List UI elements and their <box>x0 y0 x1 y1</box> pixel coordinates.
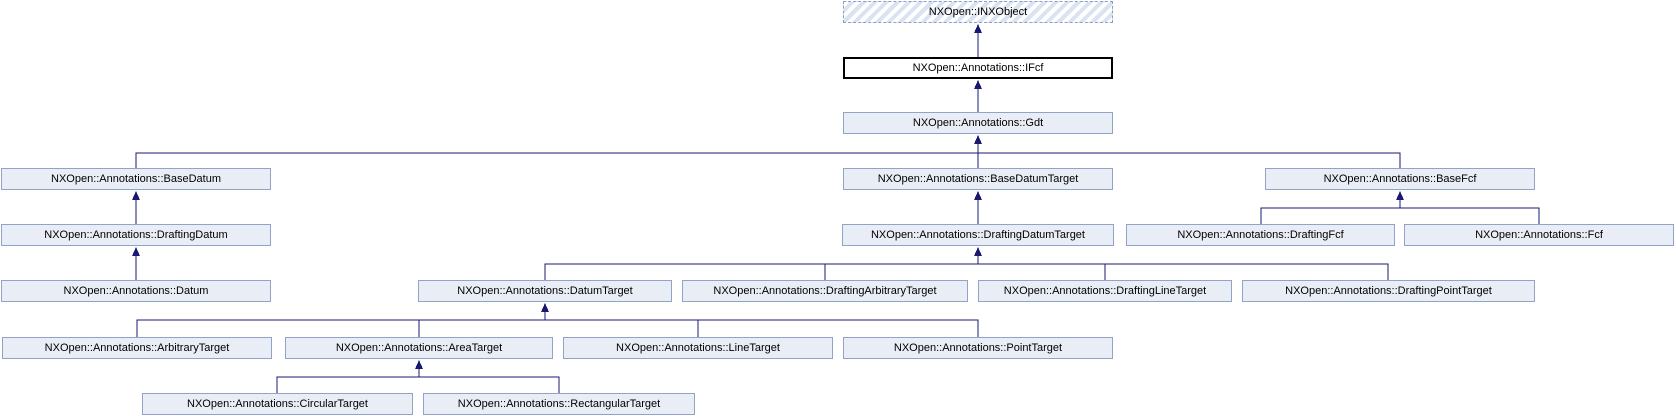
edge-line <box>1260 207 1540 224</box>
class-node-linetarget[interactable]: NXOpen::Annotations::LineTarget <box>563 337 833 359</box>
inheritance-arrow-icon <box>974 247 982 256</box>
class-node-inxobject[interactable]: NXOpen::INXObject <box>843 1 1113 23</box>
inheritance-arrow-icon <box>974 135 982 144</box>
class-node-basefcf[interactable]: NXOpen::Annotations::BaseFcf <box>1265 168 1535 190</box>
class-node-draftingarbitrarytarget[interactable]: NXOpen::Annotations::DraftingArbitraryTa… <box>682 280 968 302</box>
inheritance-arrow-icon <box>541 303 549 312</box>
edge-line <box>135 152 1401 168</box>
class-node-circulartarget[interactable]: NXOpen::Annotations::CircularTarget <box>142 393 413 415</box>
class-node-draftingdatumtarget[interactable]: NXOpen::Annotations::DraftingDatumTarget <box>842 224 1114 246</box>
class-node-areatarget[interactable]: NXOpen::Annotations::AreaTarget <box>285 337 553 359</box>
class-node-datum[interactable]: NXOpen::Annotations::Datum <box>1 280 271 302</box>
inheritance-arrow-icon <box>415 360 423 369</box>
class-node-gdt[interactable]: NXOpen::Annotations::Gdt <box>843 112 1113 134</box>
inheritance-arrow-icon <box>1396 191 1404 200</box>
class-node-arbitrarytarget[interactable]: NXOpen::Annotations::ArbitraryTarget <box>2 337 272 359</box>
class-node-draftinglinetarget[interactable]: NXOpen::Annotations::DraftingLineTarget <box>978 280 1232 302</box>
edge-arrowheads <box>132 24 1404 369</box>
class-node-draftingdatum[interactable]: NXOpen::Annotations::DraftingDatum <box>1 224 271 246</box>
class-node-ifcf[interactable]: NXOpen::Annotations::IFcf <box>843 57 1113 79</box>
inheritance-arrow-icon <box>974 191 982 200</box>
inheritance-arrow-icon <box>974 24 982 33</box>
class-node-fcf[interactable]: NXOpen::Annotations::Fcf <box>1404 224 1674 246</box>
class-node-datumtarget[interactable]: NXOpen::Annotations::DatumTarget <box>418 280 672 302</box>
class-node-rectangulartarget[interactable]: NXOpen::Annotations::RectangularTarget <box>423 393 695 415</box>
inheritance-arrow-icon <box>132 247 140 256</box>
class-node-pointtarget[interactable]: NXOpen::Annotations::PointTarget <box>843 337 1113 359</box>
inheritance-arrow-icon <box>974 80 982 89</box>
class-node-draftingfcf[interactable]: NXOpen::Annotations::DraftingFcf <box>1126 224 1395 246</box>
edge-line <box>136 319 979 337</box>
edge-line <box>276 376 560 393</box>
class-node-draftingpointtarget[interactable]: NXOpen::Annotations::DraftingPointTarget <box>1242 280 1535 302</box>
class-node-basedatumtarget[interactable]: NXOpen::Annotations::BaseDatumTarget <box>843 168 1113 190</box>
inheritance-arrow-icon <box>132 191 140 200</box>
class-node-basedatum[interactable]: NXOpen::Annotations::BaseDatum <box>1 168 271 190</box>
edge-line <box>544 263 1389 280</box>
